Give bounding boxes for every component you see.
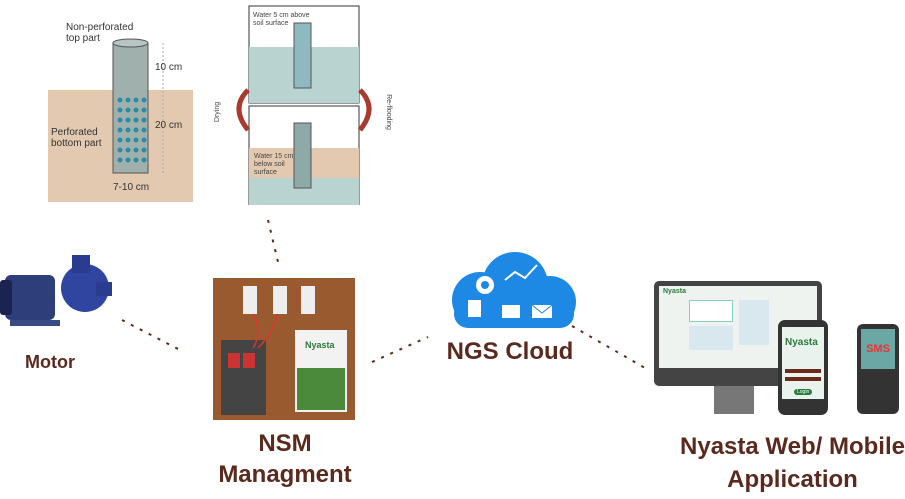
bottom-part-label: Perforated bottom part <box>51 127 102 149</box>
diameter-label: 7-10 cm <box>113 182 150 193</box>
dry-label: Water 15 cm below soil surface <box>254 153 294 176</box>
mobile-brand: Nyasta <box>785 337 818 348</box>
cloud-label: NGS Cloud <box>446 338 574 365</box>
cloud-icon <box>452 252 576 328</box>
booklet-brand: Nyasta <box>305 340 335 350</box>
flooded-label: Water 5 cm above soil surface <box>253 12 310 27</box>
pipe-illustration <box>48 38 193 202</box>
top-height-label: 10 cm <box>155 62 183 73</box>
awd-diagram <box>248 5 360 206</box>
bottom-height-label: 20 cm <box>155 120 183 131</box>
login-button[interactable]: Login <box>794 389 813 395</box>
awd-illustration <box>248 5 360 206</box>
motor-image <box>0 255 112 326</box>
nsm-label: NSM Managment <box>218 430 352 488</box>
top-part-label: Non-perforated top part <box>66 22 134 44</box>
pipe-diagram <box>48 10 198 205</box>
drying-arrow-icon <box>236 88 250 132</box>
web-brand: Nyasta <box>663 288 686 295</box>
reflooding-arrow-icon <box>358 88 372 132</box>
smartphone: Nyasta Login <box>778 320 828 415</box>
feature-phone: SMS <box>857 324 899 414</box>
nsm-panel-image: Nyasta <box>213 278 355 420</box>
app-label: Nyasta Web/ Mobile Application <box>680 433 905 493</box>
monitor-stand <box>714 386 754 414</box>
motor-label: Motor <box>25 352 75 372</box>
sms-text: SMS <box>866 343 890 355</box>
